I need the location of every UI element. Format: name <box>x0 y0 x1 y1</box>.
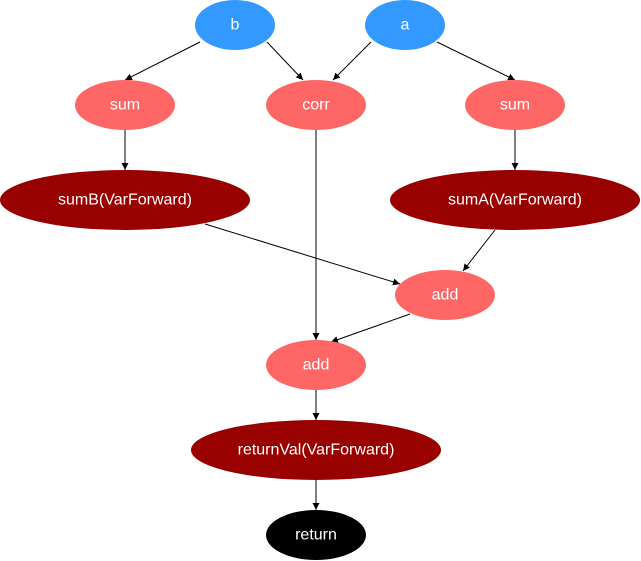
node-sumb-label: sumB(VarForward) <box>58 192 192 209</box>
node-return: return <box>266 510 366 560</box>
node-sumb: sumB(VarForward) <box>0 170 250 230</box>
node-sum-b: sum <box>75 80 175 130</box>
node-a: a <box>365 0 445 50</box>
node-suma-shape <box>390 170 640 230</box>
edge-b-to-sum-b <box>124 41 201 81</box>
node-b-shape <box>195 0 275 50</box>
edge-a-to-sum-a <box>436 41 516 81</box>
node-return-label: return <box>295 527 337 544</box>
node-corr-shape <box>266 80 366 130</box>
node-returnval-shape <box>191 420 441 480</box>
node-b-label: b <box>231 17 240 34</box>
node-sum-a-shape <box>465 80 565 130</box>
node-sum-b-label: sum <box>110 97 140 114</box>
edge-b-to-corr <box>266 41 304 81</box>
node-add-2-shape <box>266 340 366 390</box>
node-sumb-shape <box>0 170 250 230</box>
node-return-shape <box>266 510 366 560</box>
node-add-1-shape <box>395 270 495 320</box>
node-add-2-label: add <box>303 357 330 374</box>
edges-layer <box>121 41 519 510</box>
node-sum-a-label: sum <box>500 97 530 114</box>
edge-add-1-to-add-2 <box>330 313 411 343</box>
edge-sumA-to-add-1 <box>462 229 496 272</box>
node-b: b <box>195 0 275 50</box>
node-corr: corr <box>266 80 366 130</box>
node-add-1: add <box>395 270 495 320</box>
edge-sumB-to-add-1 <box>204 223 401 286</box>
node-corr-label: corr <box>302 97 330 114</box>
node-sum-a: sum <box>465 80 565 130</box>
node-suma: sumA(VarForward) <box>390 170 640 230</box>
node-returnval: returnVal(VarForward) <box>191 420 441 480</box>
node-returnval-label: returnVal(VarForward) <box>238 442 395 459</box>
edge-a-to-corr <box>332 41 372 81</box>
node-add-1-label: add <box>432 287 459 304</box>
node-a-shape <box>365 0 445 50</box>
node-add-2: add <box>266 340 366 390</box>
node-sum-b-shape <box>75 80 175 130</box>
node-a-label: a <box>401 17 410 34</box>
node-suma-label: sumA(VarForward) <box>448 192 582 209</box>
